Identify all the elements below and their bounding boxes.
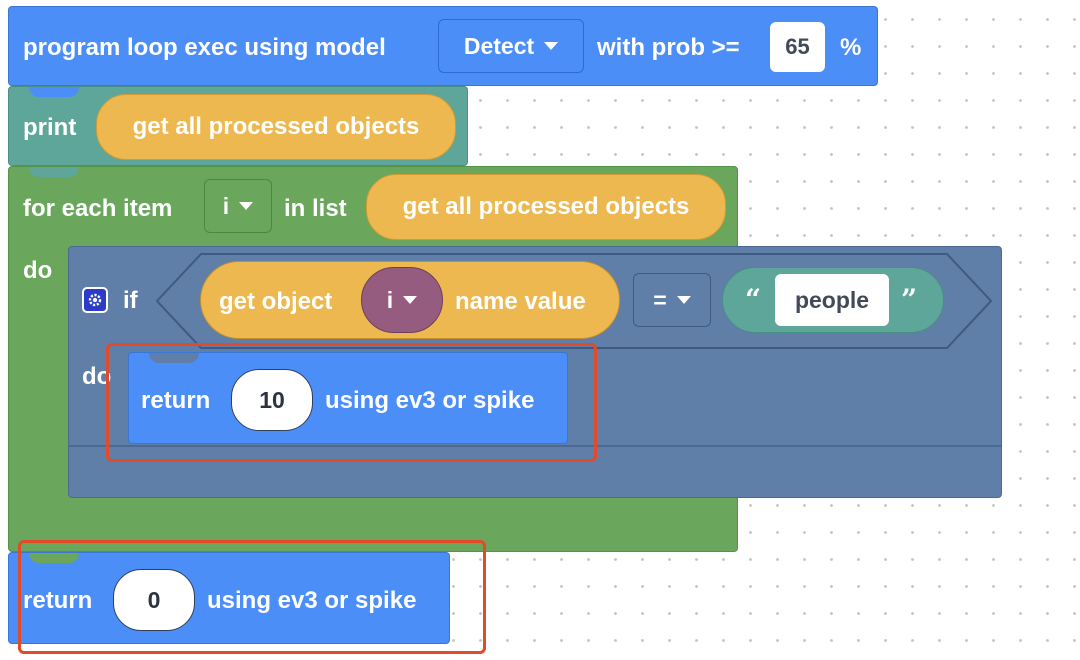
print-label: print <box>23 114 77 141</box>
loop-variable-value: i <box>222 192 230 219</box>
outer-return-value[interactable]: 0 <box>113 569 195 631</box>
gear-glyph <box>88 293 102 307</box>
block-notch <box>29 87 79 97</box>
text-literal-block[interactable]: “ people ” <box>722 267 944 333</box>
close-quote-icon: ” <box>901 283 918 316</box>
open-quote-icon: “ <box>745 283 762 316</box>
name-value-label: name value <box>455 288 586 315</box>
chevron-down-icon <box>544 42 559 50</box>
text-value-input[interactable]: people <box>775 274 889 326</box>
loop-label: program loop exec using model <box>23 34 386 61</box>
highlight-box-outer-return <box>18 540 486 654</box>
object-variable-dropdown[interactable]: i <box>361 267 443 333</box>
inner-return-label: return <box>141 387 211 414</box>
if-block-footer <box>69 445 1001 447</box>
model-dropdown[interactable]: Detect <box>438 19 584 73</box>
gear-icon[interactable] <box>82 287 108 313</box>
prob-input[interactable]: 65 <box>770 22 825 72</box>
chevron-down-icon <box>676 296 691 304</box>
inner-return-block[interactable]: return 10 using ev3 or spike <box>128 352 568 444</box>
prob-label: with prob >= <box>597 34 740 61</box>
get-object-label: get object <box>219 288 333 315</box>
for-do-label: do <box>23 257 53 284</box>
inner-return-value[interactable]: 10 <box>231 369 313 431</box>
outer-return-label: return <box>23 587 93 614</box>
model-value: Detect <box>463 32 535 59</box>
block-notch <box>149 353 199 363</box>
operator-value: = <box>653 286 667 313</box>
for-each-label: for each item <box>23 195 173 222</box>
percent-label: % <box>840 34 862 61</box>
get-object-block[interactable]: get object i name value <box>200 261 620 339</box>
loop-variable-dropdown[interactable]: i <box>204 179 272 233</box>
list-arg-block[interactable]: get all processed objects <box>366 174 726 240</box>
inner-return-suffix: using ev3 or spike <box>325 387 535 414</box>
outer-return-suffix: using ev3 or spike <box>207 587 417 614</box>
object-variable-value: i <box>386 286 394 313</box>
operator-dropdown[interactable]: = <box>633 273 711 327</box>
if-label: if <box>123 287 138 314</box>
outer-return-block[interactable]: return 0 using ev3 or spike <box>8 552 450 644</box>
block-notch <box>29 553 79 563</box>
program-loop-block[interactable]: program loop exec using model Detect wit… <box>8 6 878 86</box>
print-arg-block[interactable]: get all processed objects <box>96 94 456 160</box>
chevron-down-icon <box>239 202 254 210</box>
block-notch <box>29 167 79 177</box>
highlight-box-inner-return <box>106 343 597 462</box>
print-block[interactable]: print get all processed objects <box>8 86 468 166</box>
in-list-label: in list <box>284 195 347 222</box>
chevron-down-icon <box>403 296 418 304</box>
